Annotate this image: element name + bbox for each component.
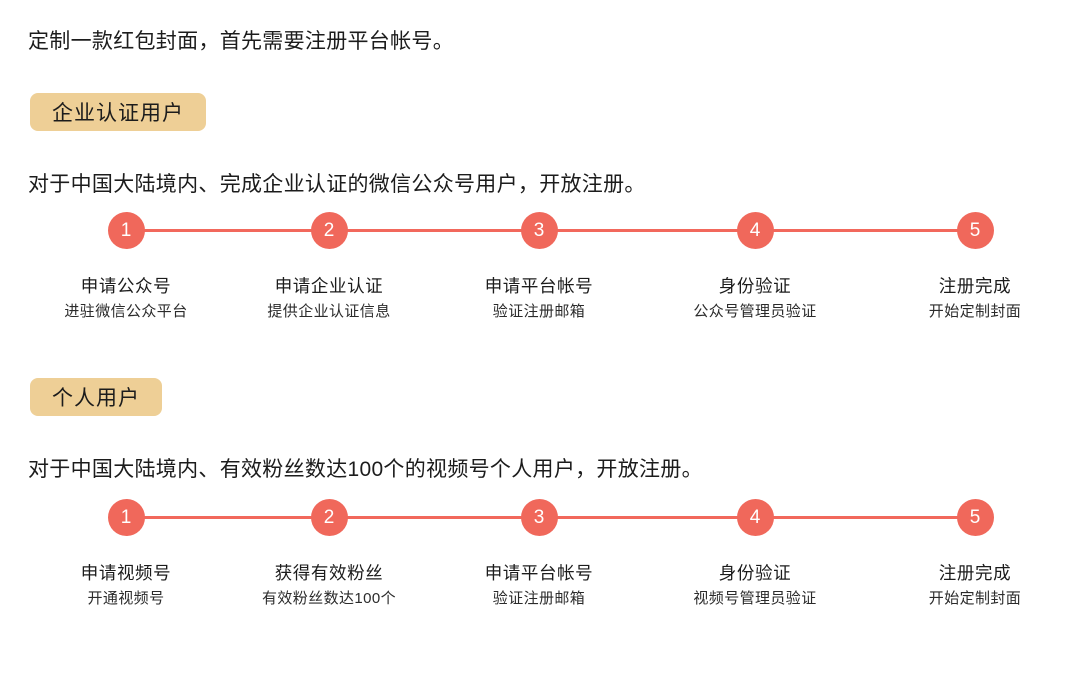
timeline-step-label-3: 申请平台帐号 验证注册邮箱 — [419, 560, 659, 612]
timeline-node-2: 2 — [310, 499, 348, 536]
step-subtitle: 视频号管理员验证 — [693, 590, 817, 607]
step-title: 申请平台帐号 — [484, 563, 594, 583]
timeline-step-label-4: 身份验证 视频号管理员验证 — [635, 560, 875, 612]
step-title: 申请视频号 — [80, 563, 172, 583]
timeline-node-1: 1 — [107, 499, 145, 536]
timeline-node-5: 5 — [956, 212, 994, 249]
step-title: 获得有效粉丝 — [274, 563, 384, 583]
step-subtitle: 开通视频号 — [87, 590, 165, 607]
step-title: 身份验证 — [718, 563, 792, 583]
step-title: 注册完成 — [938, 563, 1012, 583]
step-title: 申请企业认证 — [274, 276, 384, 296]
step-subtitle: 验证注册邮箱 — [492, 303, 586, 320]
section-badge-personal: 个人用户 — [30, 378, 162, 416]
section-description-personal: 对于中国大陆境内、有效粉丝数达100个的视频号个人用户，开放注册。 — [28, 458, 703, 481]
timeline-step-label-2: 申请企业认证 提供企业认证信息 — [209, 273, 449, 325]
timeline-node-3: 3 — [520, 212, 558, 249]
step-subtitle: 开始定制封面 — [928, 590, 1022, 607]
step-subtitle: 提供企业认证信息 — [267, 303, 391, 320]
section-badge-enterprise: 企业认证用户 — [30, 93, 206, 131]
step-title: 申请公众号 — [80, 276, 172, 296]
timeline-node-2: 2 — [310, 212, 348, 249]
step-subtitle: 有效粉丝数达100个 — [261, 590, 397, 607]
step-subtitle: 验证注册邮箱 — [492, 590, 586, 607]
step-title: 申请平台帐号 — [484, 276, 594, 296]
timeline-step-label-4: 身份验证 公众号管理员验证 — [635, 273, 875, 325]
timeline-node-5: 5 — [956, 499, 994, 536]
timeline-step-label-5: 注册完成 开始定制封面 — [855, 273, 1080, 325]
timeline-step-label-1: 申请视频号 开通视频号 — [6, 560, 246, 612]
step-subtitle: 公众号管理员验证 — [693, 303, 817, 320]
step-subtitle: 开始定制封面 — [928, 303, 1022, 320]
timeline-step-label-2: 获得有效粉丝 有效粉丝数达100个 — [209, 560, 449, 612]
step-subtitle: 进驻微信公众平台 — [64, 303, 188, 320]
timeline-node-1: 1 — [107, 212, 145, 249]
timeline-personal: 1 2 3 4 5 申请视频号 开通视频号 获得有效粉丝 有效粉丝数达100个 … — [0, 492, 1080, 632]
intro-paragraph: 定制一款红包封面，首先需要注册平台帐号。 — [28, 30, 454, 53]
timeline-step-label-5: 注册完成 开始定制封面 — [855, 560, 1080, 612]
timeline-node-3: 3 — [520, 499, 558, 536]
timeline-node-4: 4 — [736, 212, 774, 249]
step-title: 注册完成 — [938, 276, 1012, 296]
section-description-enterprise: 对于中国大陆境内、完成企业认证的微信公众号用户，开放注册。 — [28, 173, 646, 196]
timeline-enterprise: 1 2 3 4 5 申请公众号 进驻微信公众平台 申请企业认证 提供企业认证信息… — [0, 205, 1080, 345]
timeline-node-4: 4 — [736, 499, 774, 536]
step-title: 身份验证 — [718, 276, 792, 296]
timeline-step-label-1: 申请公众号 进驻微信公众平台 — [6, 273, 246, 325]
timeline-step-label-3: 申请平台帐号 验证注册邮箱 — [419, 273, 659, 325]
